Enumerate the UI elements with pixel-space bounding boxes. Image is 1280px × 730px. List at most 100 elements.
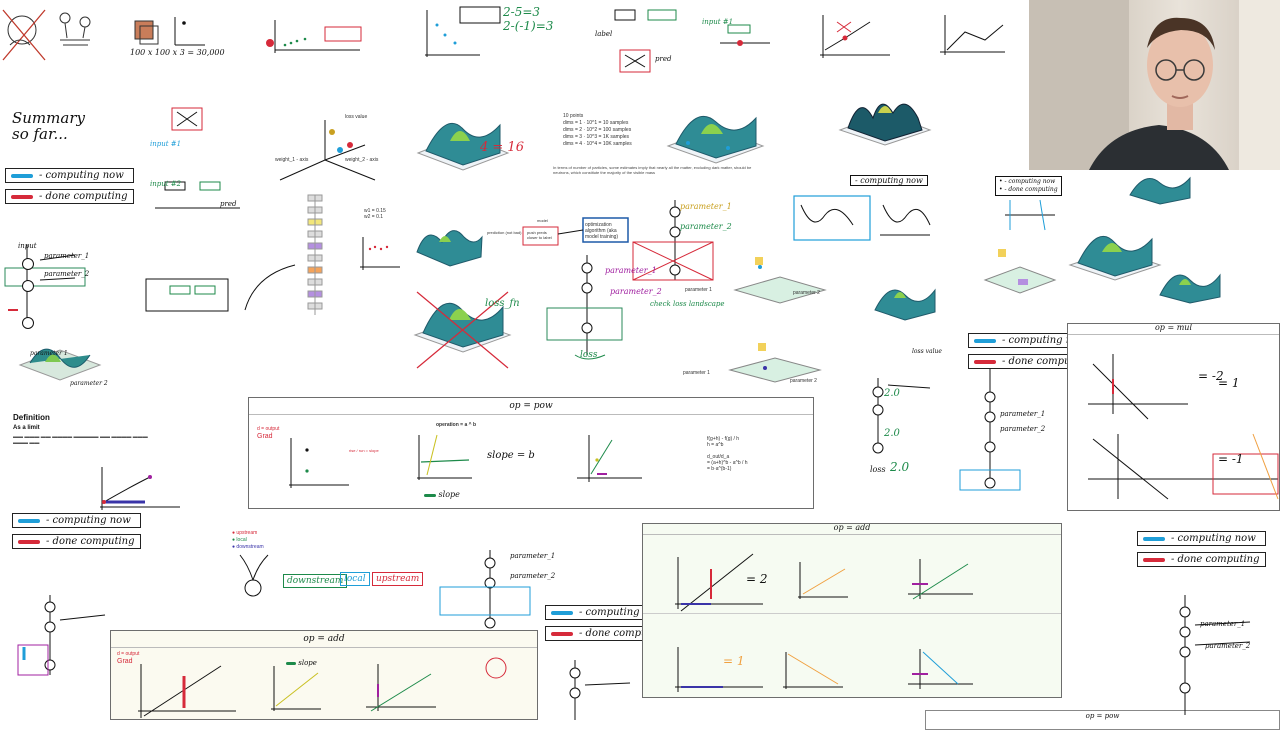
- graph-node-pow: [22, 317, 34, 329]
- add-right-plot-5: [783, 652, 843, 689]
- graph-param2-label: parameter_2: [44, 270, 90, 278]
- panel-pow-title: op = pow: [509, 401, 553, 411]
- check-loss-annot: check loss landscape: [650, 300, 725, 308]
- tiny-plot-right: [1005, 199, 1055, 231]
- graph-node-add: [22, 280, 34, 292]
- loss-curve-box: [793, 195, 871, 241]
- pow-legend: slope: [424, 490, 460, 499]
- bc-param1: parameter_1: [510, 552, 556, 560]
- right-loss-value: loss value: [912, 348, 942, 355]
- model-text: model: [537, 218, 548, 223]
- panel-mul-title: op = mul: [1154, 323, 1193, 332]
- paper-excerpt: In terms of number of particles, some es…: [553, 165, 752, 175]
- loss-surface-crossed: [413, 291, 512, 369]
- loss-value-label: loss value: [345, 114, 368, 120]
- input1-label: input #1: [702, 18, 734, 26]
- pow-plot-1: [289, 438, 349, 488]
- panel-op-pow: op = pow d = output Grad rise / run = sl…: [248, 397, 814, 509]
- axes-3d-right-2: [728, 343, 822, 383]
- graph-node-mul: [22, 258, 34, 270]
- blue-swatch: [11, 173, 33, 178]
- weight1-axis-label: weight_1 - axis: [275, 157, 309, 163]
- left-param1-axis: parameter 1: [30, 350, 68, 357]
- panel-op-add-bottom: op = add d = output Grad slope: [110, 630, 538, 720]
- model-pred: pred: [655, 55, 672, 63]
- param2-axis-b: parameter 2: [790, 378, 817, 384]
- stream-legend: ● upstream ● local ● downstream: [232, 530, 264, 550]
- add-right-plot-4: [675, 647, 763, 692]
- local-box: local: [340, 572, 370, 586]
- axes-3d-right-1: [733, 257, 827, 304]
- add-bottom-output: d = output: [117, 651, 140, 657]
- line-plot-sketch-2: [940, 15, 1005, 55]
- input2-box-sketch: [145, 278, 229, 312]
- param1-axis-a: parameter 1: [685, 287, 712, 293]
- pow-plot-2: [417, 434, 472, 480]
- legend-bottom-center: - computing now - done computing: [545, 605, 674, 647]
- upstream-box: upstream: [372, 572, 424, 586]
- as-limit-heading: As a limit: [13, 425, 40, 431]
- add-right-plot-6: [908, 649, 973, 689]
- right-param2: parameter_2: [1000, 425, 1046, 433]
- mini-legend: - computing now: [850, 175, 928, 186]
- add-right-eq: = 2: [746, 572, 768, 586]
- pow-slope: slope = b: [487, 450, 535, 461]
- compute-graph-bottom-2: [569, 660, 631, 720]
- weight-axes-3d: [279, 120, 376, 181]
- line-plot-sketch: [820, 15, 890, 58]
- model-label: label: [595, 30, 613, 38]
- val-a: 2.0: [884, 388, 900, 399]
- panel-op-mul: op = mul = -2 = 1 = -1: [1067, 323, 1280, 511]
- scatter-sketch-2: [266, 20, 362, 53]
- panel-add-bottom-title: op = add: [303, 634, 345, 644]
- compute-graph-right: [872, 378, 931, 454]
- left-param2-axis: parameter 2: [70, 380, 108, 387]
- mini-legend-2: • - computing now• - done computing: [995, 176, 1062, 196]
- optimization-diagram: [522, 217, 629, 246]
- downstream-box: downstream: [283, 574, 348, 588]
- curve-arrow: [244, 264, 296, 311]
- loss-surface-2: [666, 116, 765, 164]
- compute-graph-center: [546, 200, 714, 360]
- graph-param1-label: parameter_1: [44, 252, 90, 260]
- webcam-overlay: [1029, 0, 1280, 170]
- val-c: 2.0: [890, 460, 910, 474]
- scatter-sketch-1: [174, 17, 205, 46]
- panel-corner-title: op = pow: [1085, 712, 1120, 720]
- add-bottom-slope: slope: [286, 659, 317, 667]
- loss-surface-right-2: [1159, 273, 1221, 304]
- scatter-legend-sketch: [425, 6, 501, 57]
- panel-add-right-title: op = add: [833, 523, 871, 532]
- loss-surface-left: [18, 348, 102, 381]
- mul-eq2: = 1: [1218, 376, 1240, 390]
- optimization-label: optimization algorithm (aka model traini…: [585, 222, 619, 240]
- add-bottom-grad: Grad: [117, 658, 133, 665]
- add-right-plot-2: [798, 562, 848, 599]
- presenter-figure: [1029, 0, 1280, 170]
- pow-operation: operation = a ^ b: [436, 422, 477, 428]
- legend-left-mid: - computing now - done computing: [12, 513, 141, 555]
- loss-fn-annot: loss_fn: [485, 298, 520, 309]
- mul-eq1: = -2: [1198, 369, 1224, 383]
- network-doodle: [59, 12, 91, 46]
- center-param2-b: parameter_2: [610, 287, 662, 296]
- compute-graph-bottom-center: [439, 550, 531, 629]
- center-param1-b: parameter_1: [605, 266, 657, 275]
- definition-heading: Definition: [13, 413, 50, 422]
- layer-stack: [307, 194, 323, 315]
- add-bottom-plot-1: [138, 664, 236, 718]
- pred-box-sketch: [155, 107, 240, 209]
- slope-sketch-left: [100, 467, 180, 510]
- compute-graph-bottom-left: [17, 595, 106, 676]
- right-loss-label: loss: [870, 465, 886, 474]
- model-box-sketch: [614, 9, 677, 73]
- legend-bottom-right: - computing now - done computing: [1137, 531, 1266, 573]
- mul-plot-1: [1088, 354, 1188, 420]
- pixel-calc: 100 x 100 x 3 = 30,000: [130, 48, 225, 57]
- prediction-text: prediction (not bad): [487, 230, 522, 235]
- add-right-plot-1: [675, 553, 763, 612]
